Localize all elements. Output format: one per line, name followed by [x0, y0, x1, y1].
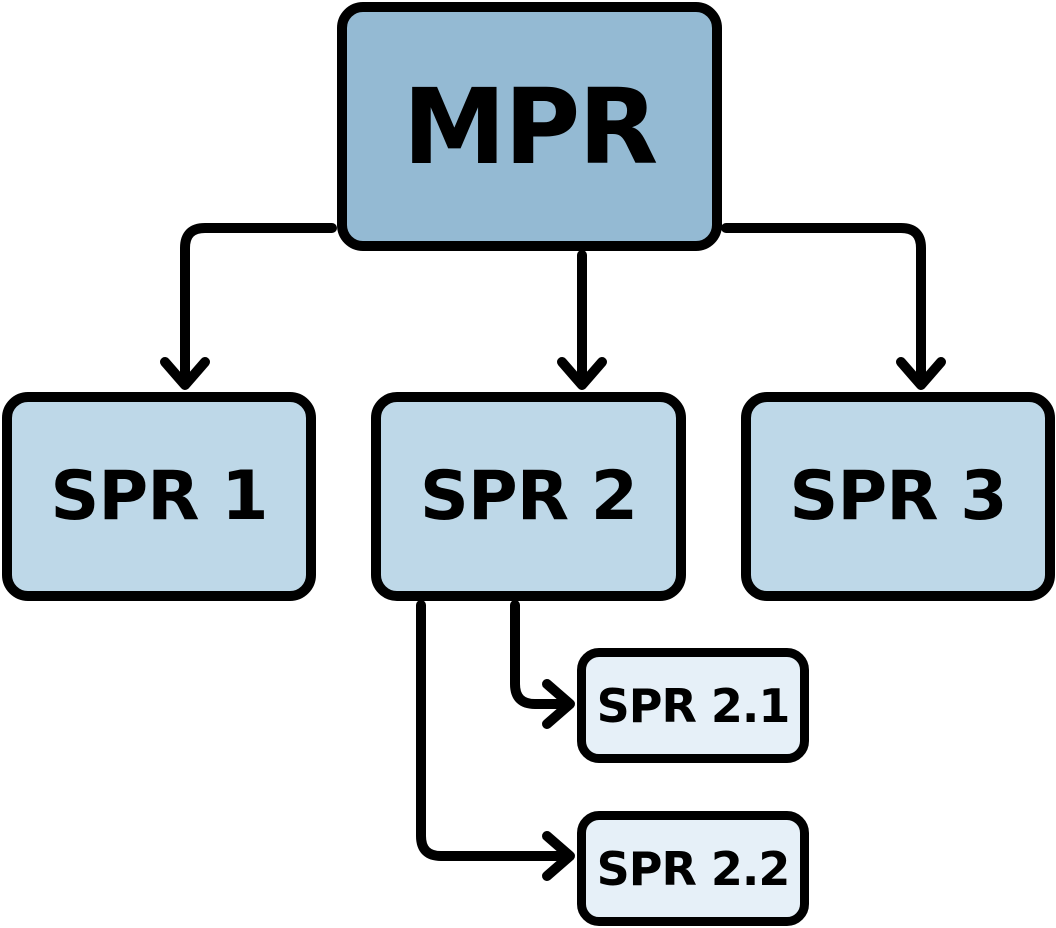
node-mpr-label: MPR [402, 65, 659, 188]
edge-spr2-to-spr22 [416, 600, 573, 861]
arrowhead-spr21 [542, 679, 575, 729]
node-spr-2-1-label: SPR 2.1 [596, 678, 791, 733]
node-spr-1: SPR 1 [2, 392, 316, 601]
node-spr-3-label: SPR 3 [789, 457, 1007, 536]
edge-mpr-to-spr3 [721, 223, 926, 388]
arrowhead-spr3 [896, 357, 946, 390]
node-spr-3: SPR 3 [741, 392, 1055, 601]
node-mpr: MPR [337, 2, 722, 251]
node-spr-2-1: SPR 2.1 [577, 648, 809, 763]
arrowhead-spr2 [557, 357, 607, 390]
node-spr-2-label: SPR 2 [419, 457, 638, 536]
arrowhead-spr1 [160, 357, 210, 390]
edge-spr2-to-spr21 [510, 600, 573, 709]
node-spr-2: SPR 2 [371, 392, 686, 601]
node-spr-2-2-label: SPR 2.2 [596, 841, 791, 896]
edge-mpr-to-spr1 [180, 223, 337, 388]
node-spr-2-2: SPR 2.2 [577, 811, 809, 926]
node-spr-1-label: SPR 1 [50, 457, 268, 536]
arrowhead-spr22 [542, 831, 575, 881]
